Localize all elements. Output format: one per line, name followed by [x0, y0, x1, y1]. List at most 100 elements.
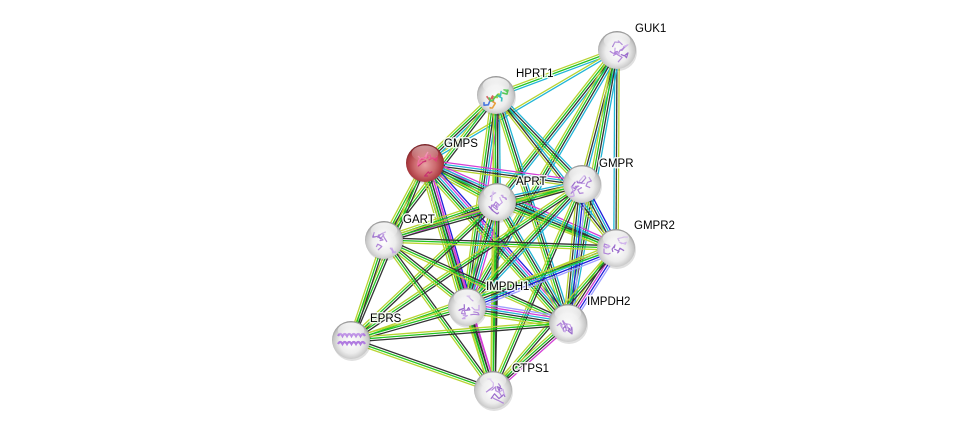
evidence-line-neighborhood	[569, 184, 585, 324]
node-label-halo: EPRS	[370, 313, 402, 325]
evidence-line-textmining	[495, 204, 616, 252]
evidence-line-coexpression	[384, 237, 617, 247]
evidence-line-coexpression	[351, 324, 569, 343]
evidence-line-neighborhood	[467, 249, 618, 310]
edge-gmpr-eprs[interactable]	[349, 181, 584, 343]
node-gloss	[568, 166, 596, 183]
edge-aprt-impdh2[interactable]	[493, 200, 572, 325]
node-label[interactable]: CTPS1	[512, 363, 549, 375]
evidence-line-textmining	[350, 246, 616, 340]
node-gloss	[482, 77, 510, 94]
node-label[interactable]: GMPR2	[634, 220, 675, 232]
evidence-line-other-green	[492, 183, 583, 391]
edge-aprt-eprs[interactable]	[349, 199, 499, 343]
node-label-halo: HPRT1	[516, 68, 554, 80]
evidence-line-other-green	[495, 202, 568, 324]
evidence-line-textmining	[493, 203, 566, 325]
protein-structure-icon	[556, 320, 573, 335]
evidence-line-textmining	[490, 201, 496, 390]
node-label[interactable]: IMPDH2	[587, 296, 630, 308]
node-gloss	[603, 32, 631, 49]
evidence-line-coexpression	[352, 203, 499, 343]
node-label[interactable]: GMPS	[444, 138, 478, 150]
evidence-line-textmining	[492, 95, 566, 325]
evidence-line-coexpression	[581, 49, 618, 185]
evidence-line-coexpression	[615, 49, 618, 249]
protein-structure-icon	[483, 89, 509, 109]
evidence-line-other-green	[350, 322, 569, 341]
node-label[interactable]: IMPDH1	[486, 281, 529, 293]
evidence-line-database	[497, 92, 585, 183]
evidence-line-other-green	[350, 306, 468, 341]
node-label[interactable]: GART	[403, 214, 435, 226]
evidence-line-textmining	[495, 47, 617, 94]
evidence-line-database	[497, 198, 618, 246]
evidence-line-other-green	[383, 239, 569, 324]
evidence-line-textmining	[350, 341, 493, 393]
node-label[interactable]: APRT	[516, 176, 546, 188]
evidence-line-textmining	[562, 183, 579, 323]
evidence-line-textmining	[383, 241, 616, 251]
evidence-line-coexpression	[494, 202, 500, 391]
evidence-line-coexpression	[495, 94, 617, 249]
edge-gart-gmpr2[interactable]	[383, 237, 617, 251]
evidence-line-experiments	[425, 159, 583, 182]
evidence-line-textmining	[349, 181, 582, 339]
node-gloss	[370, 222, 398, 239]
evidence-line-other-green	[494, 95, 582, 186]
edge-eprs-ctps1[interactable]	[350, 337, 494, 393]
node-gloss	[479, 372, 507, 389]
evidence-line-other-green	[350, 183, 583, 341]
evidence-line-coexpression	[351, 185, 584, 343]
node-label-halo: IMPDH1	[486, 281, 529, 293]
node-label-halo: GART	[403, 214, 435, 226]
node-gloss	[483, 184, 511, 201]
nodes-layer: GUK1GUK1HPRT1HPRT1GMPSGMPSAPRTAPRTGMPRGM…	[332, 22, 676, 411]
evidence-line-coexpression	[424, 163, 582, 186]
evidence-line-textmining	[493, 47, 615, 201]
evidence-line-textmining	[493, 96, 581, 187]
evidence-line-textmining	[617, 50, 620, 249]
node-label[interactable]: EPRS	[370, 313, 402, 325]
evidence-line-coexpression	[384, 237, 570, 322]
node-label[interactable]: HPRT1	[516, 68, 554, 80]
evidence-line-coexpression	[385, 238, 496, 390]
evidence-line-coexpression	[497, 201, 570, 323]
node-label-halo: GMPR	[599, 158, 634, 170]
node-gloss	[554, 305, 582, 322]
edge-gmpr-ctps1[interactable]	[490, 182, 585, 392]
evidence-line-database	[425, 161, 583, 184]
edge-gart-impdh2[interactable]	[382, 237, 570, 326]
evidence-line-textmining	[350, 320, 568, 339]
evidence-line-textmining	[382, 198, 497, 238]
evidence-line-homology	[571, 184, 588, 324]
node-label[interactable]: GMPR	[599, 158, 634, 170]
evidence-line-textmining	[349, 199, 496, 339]
evidence-line-database	[499, 200, 572, 322]
evidence-line-textmining	[350, 304, 467, 339]
node-label-halo: CTPS1	[512, 363, 549, 375]
evidence-line-other-green	[494, 95, 568, 324]
evidence-line-other-green	[383, 239, 617, 249]
edge-impdh2-eprs[interactable]	[350, 320, 569, 343]
evidence-line-coexpression	[467, 184, 584, 309]
evidence-line-textmining	[419, 164, 463, 309]
edge-aprt-gmpr2[interactable]	[495, 198, 618, 252]
node-label[interactable]: GUK1	[635, 23, 666, 35]
evidence-line-coexpression	[351, 337, 494, 389]
evidence-line-other-green	[350, 339, 494, 391]
edge-hprt1-gmpr[interactable]	[493, 92, 585, 187]
evidence-line-coexpression	[496, 93, 584, 184]
evidence-line-coexpression	[497, 200, 617, 248]
